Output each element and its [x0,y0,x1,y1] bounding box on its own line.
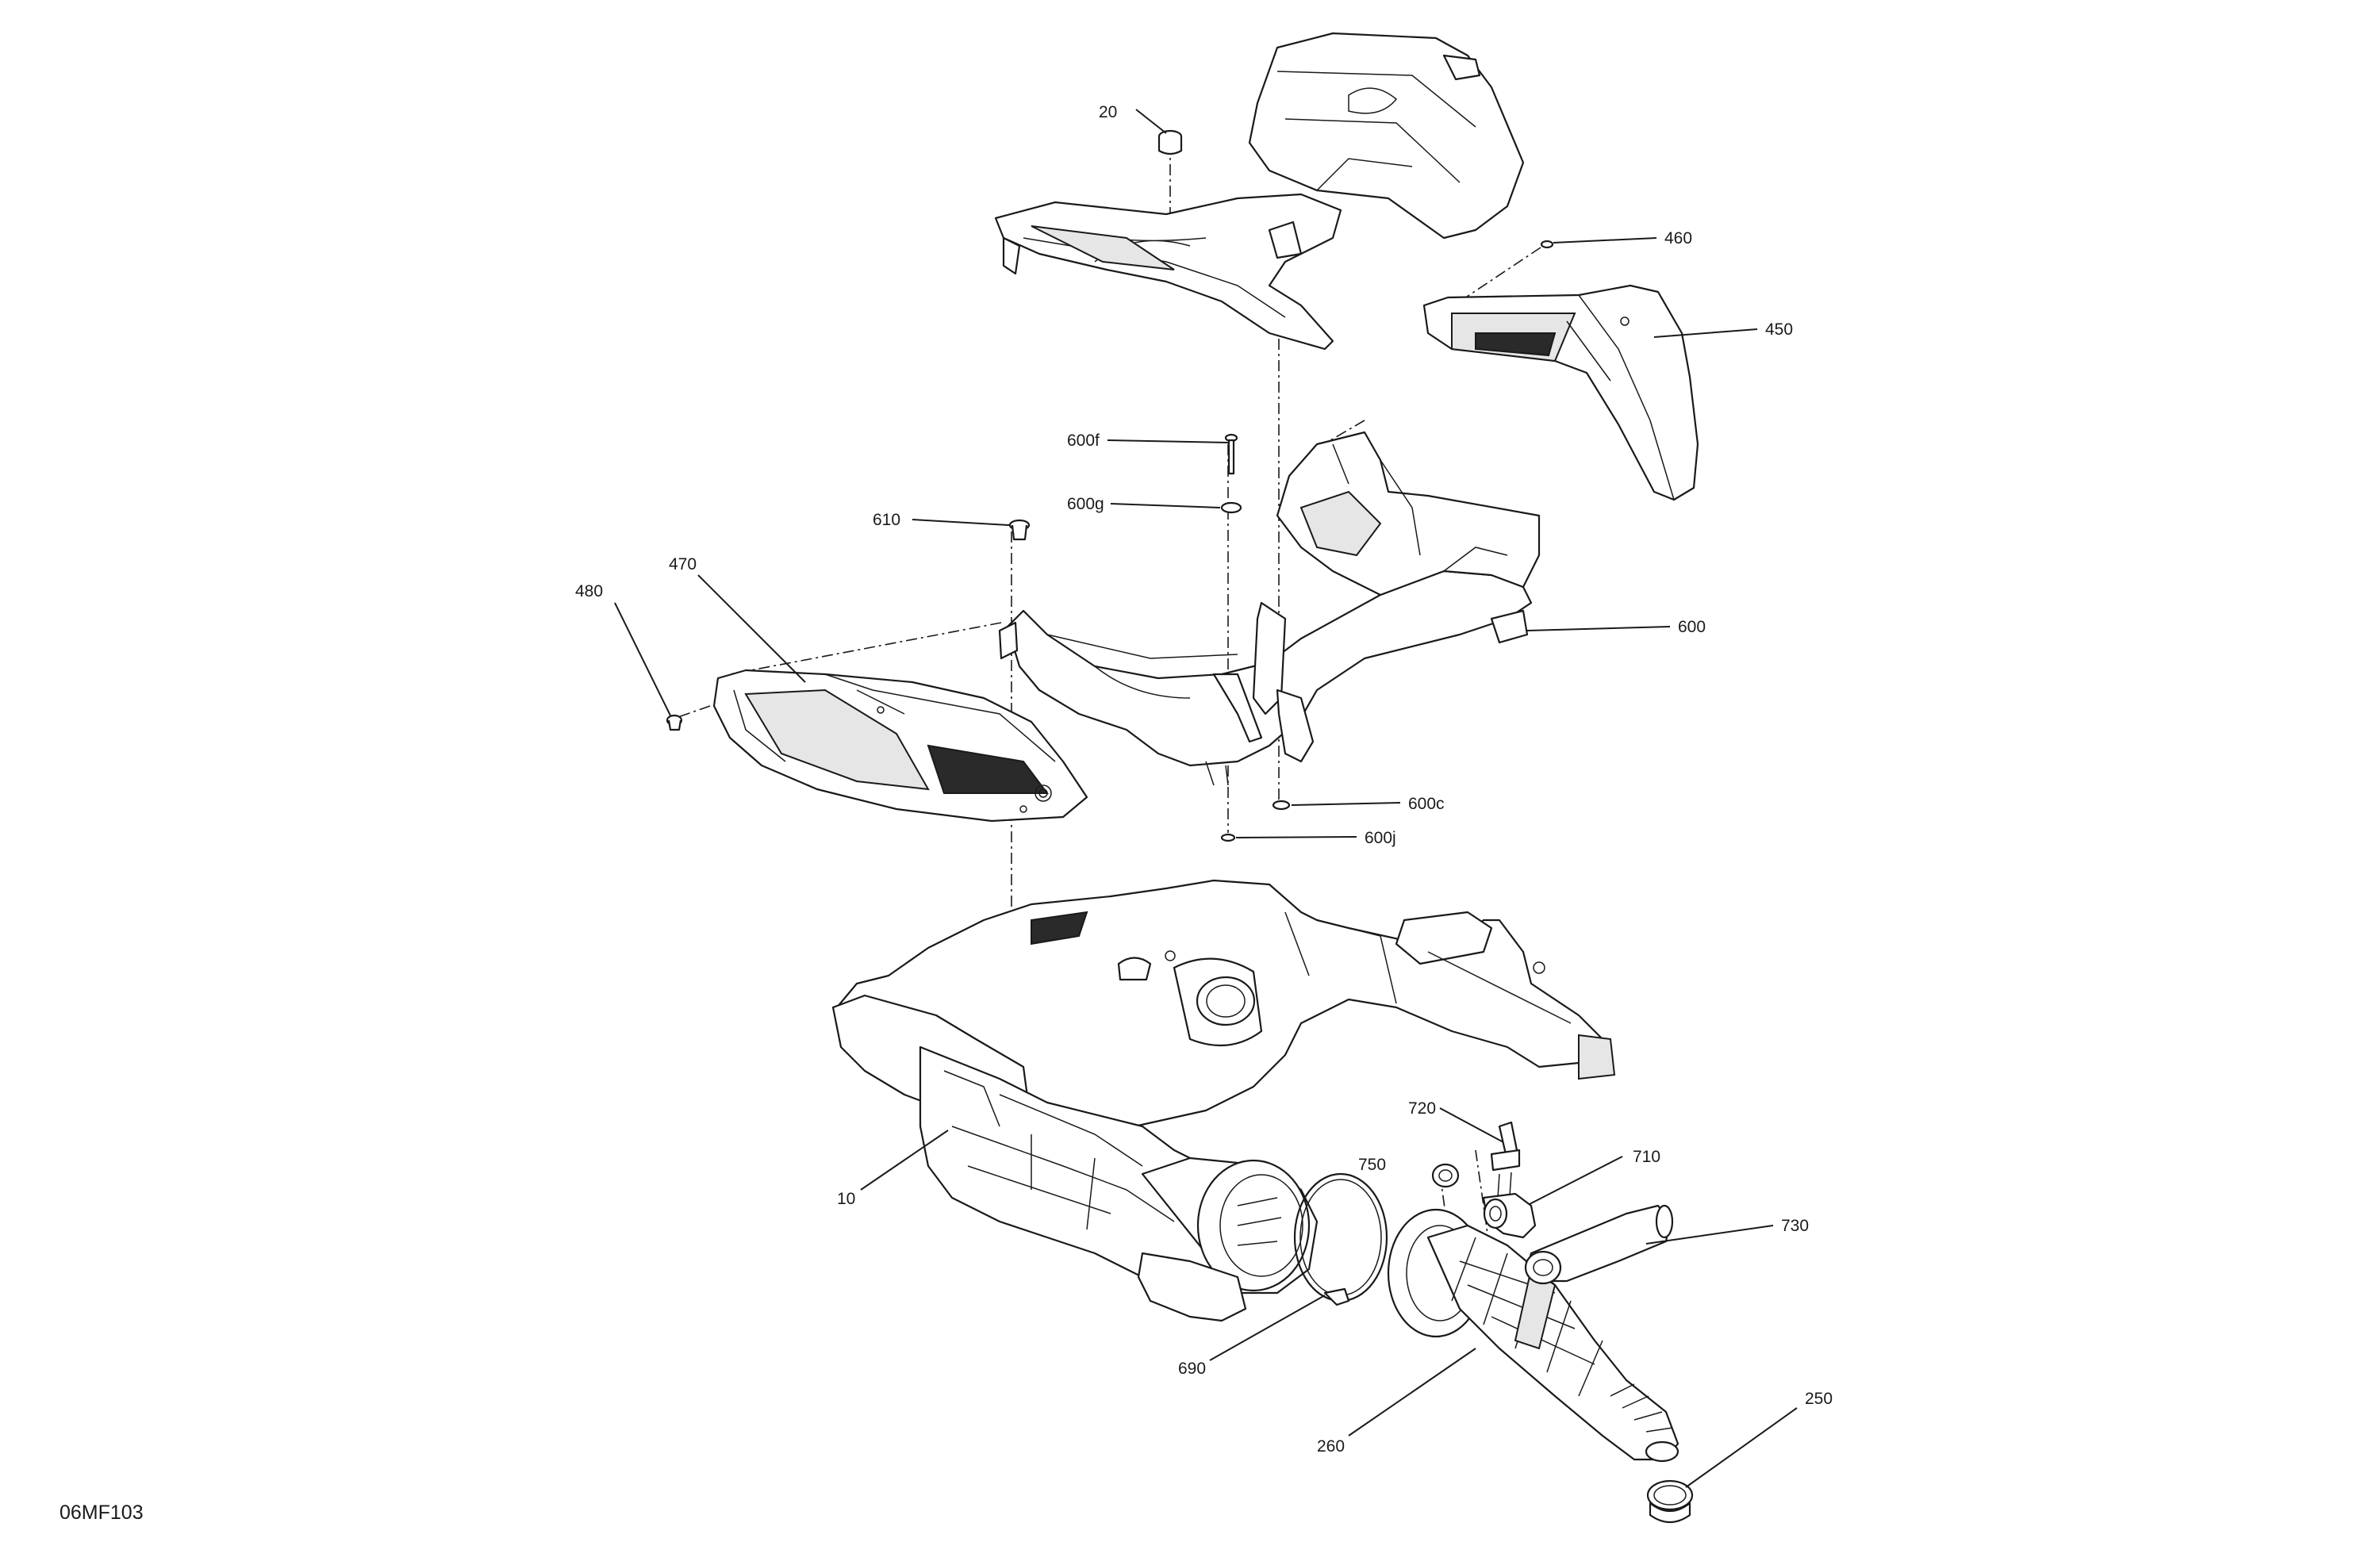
part-10-intake-body [831,879,1616,1322]
callout-labels: 20 460 450 600f 600g 610 470 480 600 600… [575,103,1833,1456]
part-750-grommet [1431,1163,1460,1188]
part-600j-washer [1220,833,1236,842]
callout-690: 690 [1178,1360,1206,1378]
part-250-end-ring [1646,1479,1694,1524]
part-260-intake-duct [1387,1208,1679,1463]
figure-reference: 06MF103 [60,1502,144,1524]
callout-260: 260 [1317,1437,1345,1456]
part-20-plug [1157,129,1183,155]
callout-250: 250 [1805,1390,1833,1408]
part-730-hose [1524,1204,1674,1285]
callout-610: 610 [873,511,900,529]
callout-600c: 600c [1408,795,1445,813]
callout-600f: 600f [1067,432,1100,450]
callout-600: 600 [1678,618,1706,636]
callout-710: 710 [1633,1148,1660,1166]
part-690-clamp-ring [1293,1172,1388,1306]
part-600g-washer [1220,501,1242,514]
part-710-elbow [1482,1192,1537,1239]
leader-lines [614,109,1798,1488]
callout-750: 750 [1358,1156,1386,1174]
part-600c-washer [1272,800,1291,811]
callout-20: 20 [1099,103,1117,121]
part-600f-screw [1224,433,1238,475]
callout-600g: 600g [1067,495,1104,513]
part-600-support-frame [998,431,1541,786]
callout-730: 730 [1781,1217,1809,1235]
part-610-fastener [1008,519,1031,541]
callout-10: 10 [837,1190,855,1208]
top-cover-assembly [994,32,1525,351]
part-450-side-panel [1422,284,1699,501]
part-720-valve [1490,1121,1521,1199]
callout-470: 470 [669,555,697,573]
callout-720: 720 [1408,1099,1436,1118]
part-460-screw [1540,240,1554,249]
part-470-side-panel [712,669,1088,823]
part-480-screw [666,714,683,731]
callout-480: 480 [575,582,603,600]
callout-600j: 600j [1365,829,1396,847]
callout-460: 460 [1664,229,1692,247]
callout-450: 450 [1765,320,1793,339]
